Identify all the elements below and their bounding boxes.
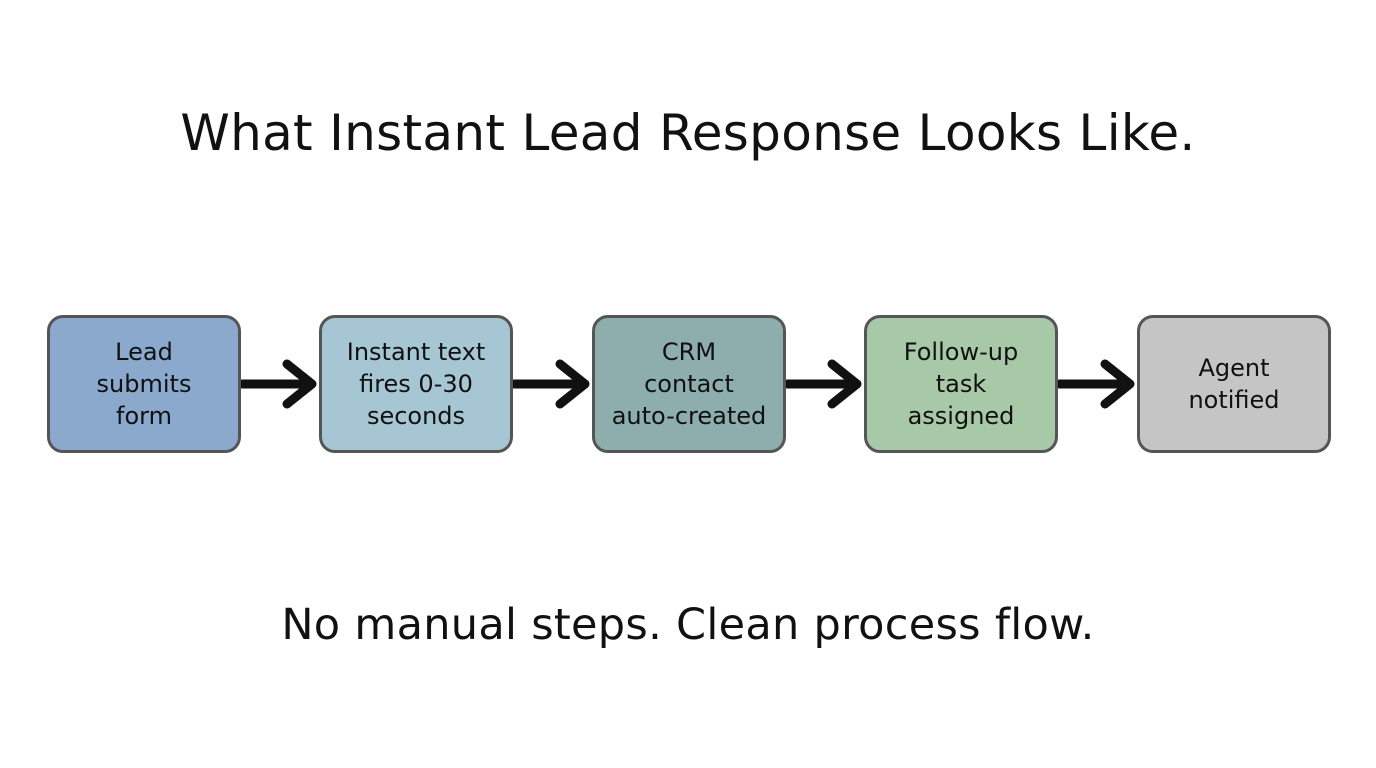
step-label: CRM contact auto-created (611, 338, 767, 430)
step-agent-notified: Agent notified (1137, 315, 1331, 453)
step-label: Lead submits form (96, 338, 192, 430)
step-label: Follow-up task assigned (903, 338, 1019, 430)
arrow-4-to-5 (1054, 359, 1135, 409)
step-lead-submits-form: Lead submits form (47, 315, 241, 453)
step-follow-up-task-assigned: Follow-up task assigned (864, 315, 1058, 453)
step-label: Instant text fires 0-30 seconds (346, 338, 486, 430)
step-label: Agent notified (1188, 354, 1280, 414)
arrow-3-to-4 (782, 359, 862, 409)
arrow-1-to-2 (237, 359, 317, 409)
diagram-title: What Instant Lead Response Looks Like. (180, 104, 1196, 162)
diagram-caption: No manual steps. Clean process flow. (281, 600, 1095, 650)
step-crm-contact-auto-created: CRM contact auto-created (592, 315, 786, 453)
arrow-2-to-3 (509, 359, 590, 409)
step-instant-text-fires: Instant text fires 0-30 seconds (319, 315, 513, 453)
